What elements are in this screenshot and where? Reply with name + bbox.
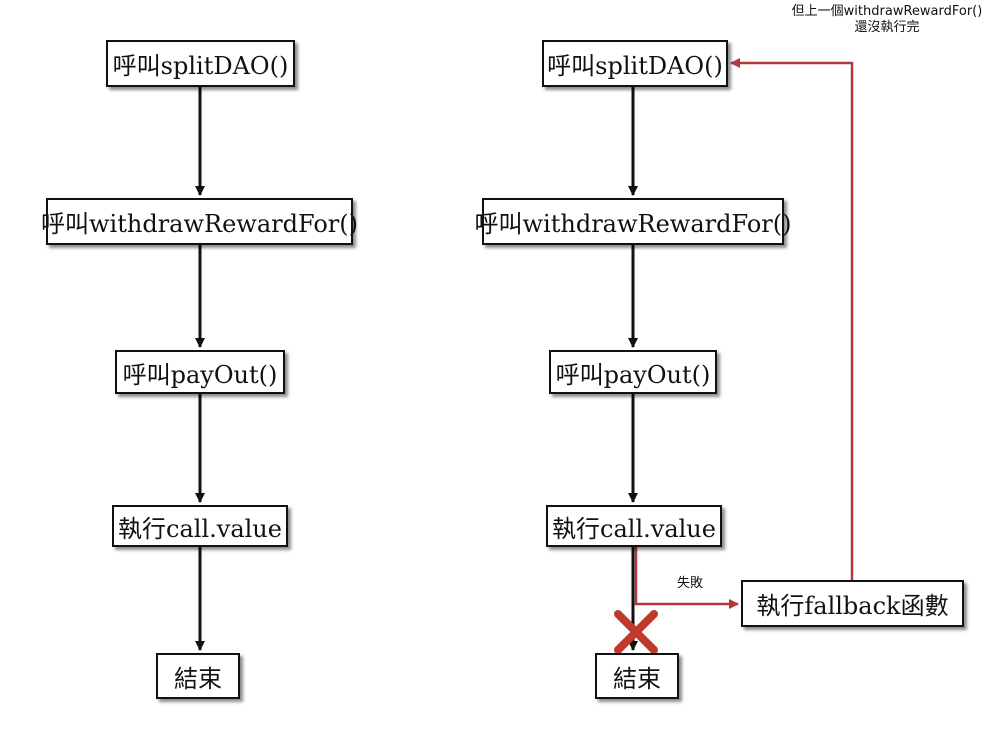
left-withdraw-reward-box: 呼叫withdrawRewardFor(): [41, 198, 358, 245]
left-end-box: 結束: [156, 653, 240, 699]
left-call-value-box: 執行call.value: [112, 505, 288, 547]
right-split-dao-box: 呼叫splitDAO(): [542, 40, 728, 87]
fallback-box: 執行fallback函數: [741, 580, 964, 627]
loop-note-line2: 還沒執行完: [854, 20, 920, 35]
loop-note: 但上一個withdrawRewardFor() 還沒執行完: [776, 4, 998, 36]
loop-note-line1: 但上一個withdrawRewardFor(): [791, 4, 983, 19]
right-withdraw-reward-box: 呼叫withdrawRewardFor(): [475, 198, 791, 245]
left-payout-box: 呼叫payOut(): [115, 350, 285, 394]
failure-path: [634, 547, 739, 609]
left-split-dao-box: 呼叫splitDAO(): [106, 40, 295, 87]
fail-label: 失敗: [676, 576, 703, 591]
right-call-value-box: 執行call.value: [546, 505, 722, 547]
reentry-loop-path: [730, 58, 854, 580]
right-payout-box: 呼叫payOut(): [549, 350, 717, 394]
x-mark-icon: [614, 610, 658, 654]
right-end-box: 結束: [595, 653, 679, 699]
